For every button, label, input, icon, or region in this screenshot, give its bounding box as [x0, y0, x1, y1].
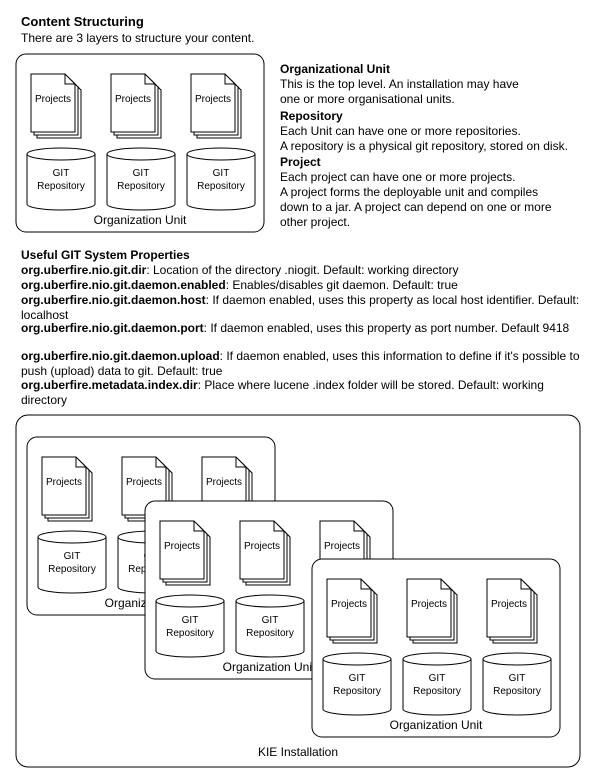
projects-label: Projects	[35, 94, 71, 105]
kie-installation-label: KIE Installation	[258, 745, 338, 759]
projects-doc-icon: Projects	[30, 73, 82, 139]
git-label: GIT	[64, 551, 81, 562]
projects-label: Projects	[164, 541, 200, 552]
projects-doc-icon: Projects	[239, 520, 291, 586]
projects-doc-icon: Projects	[486, 578, 538, 644]
projects-label: Projects	[206, 477, 242, 488]
property-desc: : If daemon enabled, uses this property …	[203, 321, 570, 335]
property-desc: : Place where lucene .index folder will …	[21, 378, 544, 407]
property-key: org.uberfire.nio.git.daemon.port	[21, 321, 204, 335]
repository-label: Repository	[333, 686, 381, 697]
git-repository-icon: GIT Repository	[235, 594, 305, 658]
git-repository-icon: GIT Repository	[37, 530, 107, 594]
repository-label: Repository	[493, 686, 541, 697]
project-desc-1: Each project can have one or more projec…	[280, 170, 516, 184]
git-repository-icon: GIT Repository	[26, 147, 96, 211]
projects-label: Projects	[331, 599, 367, 610]
property-key: org.uberfire.metadata.index.dir	[21, 378, 198, 392]
git-label: GIT	[53, 168, 70, 179]
repository-label: Repository	[197, 181, 245, 192]
projects-label: Projects	[126, 477, 162, 488]
section-title: Content Structuring	[21, 14, 144, 29]
git-label: GIT	[509, 673, 526, 684]
git-label: GIT	[133, 168, 150, 179]
repository-desc-1: Each Unit can have one or more repositor…	[280, 124, 521, 138]
org-unit-desc-2: one or more organisational units.	[280, 92, 455, 106]
property-desc: : Enables/disables git daemon. Default: …	[225, 278, 458, 292]
property-desc: : If daemon enabled, uses this property …	[21, 293, 580, 322]
project-desc-3: down to a jar. A project can depend on o…	[280, 200, 552, 214]
projects-label: Projects	[491, 599, 527, 610]
projects-label: Projects	[195, 94, 231, 105]
repository-label: Repository	[37, 181, 85, 192]
project-desc-2: A project forms the deployable unit and …	[280, 185, 539, 199]
project-heading: Project	[280, 155, 321, 169]
git-label: GIT	[429, 673, 446, 684]
repository-heading: Repository	[280, 109, 343, 123]
git-label: GIT	[262, 615, 279, 626]
git-repository-icon: GIT Repository	[186, 147, 256, 211]
property-item: org.uberfire.nio.git.daemon.host: If dae…	[21, 293, 581, 323]
git-label: GIT	[349, 673, 366, 684]
property-key: org.uberfire.nio.git.dir	[21, 263, 147, 277]
repository-label: Repository	[48, 564, 96, 575]
property-key: org.uberfire.nio.git.daemon.host	[21, 293, 206, 307]
project-desc-4: other project.	[280, 215, 351, 229]
property-item: org.uberfire.nio.git.daemon.enabled: Ena…	[21, 278, 581, 293]
git-label: GIT	[182, 615, 199, 626]
property-desc: : Location of the directory .niogit. Def…	[146, 263, 459, 277]
repository-label: Repository	[413, 686, 461, 697]
projects-doc-icon: Projects	[159, 520, 211, 586]
projects-doc-icon: Projects	[110, 73, 162, 139]
repository-label: Repository	[166, 628, 214, 639]
properties-heading: Useful GIT System Properties	[21, 248, 190, 262]
git-repository-icon: GIT Repository	[155, 594, 225, 658]
git-repository-icon: GIT Repository	[106, 147, 176, 211]
organization-unit-label: Organization Unit	[94, 213, 187, 227]
projects-doc-icon: Projects	[41, 456, 93, 522]
org-unit-desc-1: This is the top level. An installation m…	[280, 77, 519, 91]
projects-label: Projects	[244, 541, 280, 552]
kie-installation-diagram: KIE Installation ProjectsGITRepositoryPr…	[15, 414, 581, 768]
git-repository-icon: GIT Repository	[322, 652, 392, 716]
property-key: org.uberfire.nio.git.daemon.upload	[21, 349, 220, 363]
repository-desc-2: A repository is a physical git repositor…	[280, 139, 568, 153]
projects-doc-icon: Projects	[190, 73, 242, 139]
projects-label: Projects	[46, 477, 82, 488]
property-item: org.uberfire.nio.git.daemon.upload: If d…	[21, 349, 581, 379]
property-desc: : If daemon enabled, uses this informati…	[21, 349, 580, 378]
projects-doc-icon: Projects	[326, 578, 378, 644]
repository-label: Repository	[117, 181, 165, 192]
org-unit-heading: Organizational Unit	[280, 62, 391, 76]
repository-label: Repository	[246, 628, 294, 639]
projects-label: Projects	[324, 541, 360, 552]
git-label: GIT	[213, 168, 230, 179]
projects-doc-icon: Projects	[406, 578, 458, 644]
git-repository-icon: GIT Repository	[402, 652, 472, 716]
property-key: org.uberfire.nio.git.daemon.enabled	[21, 278, 226, 292]
organization-unit-label: Organization Unit	[223, 660, 316, 674]
property-item: org.uberfire.nio.git.dir: Location of th…	[21, 263, 581, 278]
property-item: org.uberfire.metadata.index.dir: Place w…	[21, 378, 581, 408]
projects-label: Projects	[115, 94, 151, 105]
property-item: org.uberfire.nio.git.daemon.port: If dae…	[21, 321, 581, 336]
git-repository-icon: GIT Repository	[482, 652, 552, 716]
organization-unit-label: Organization Unit	[390, 718, 483, 732]
section-subtitle: There are 3 layers to structure your con…	[21, 31, 255, 45]
projects-label: Projects	[411, 599, 447, 610]
